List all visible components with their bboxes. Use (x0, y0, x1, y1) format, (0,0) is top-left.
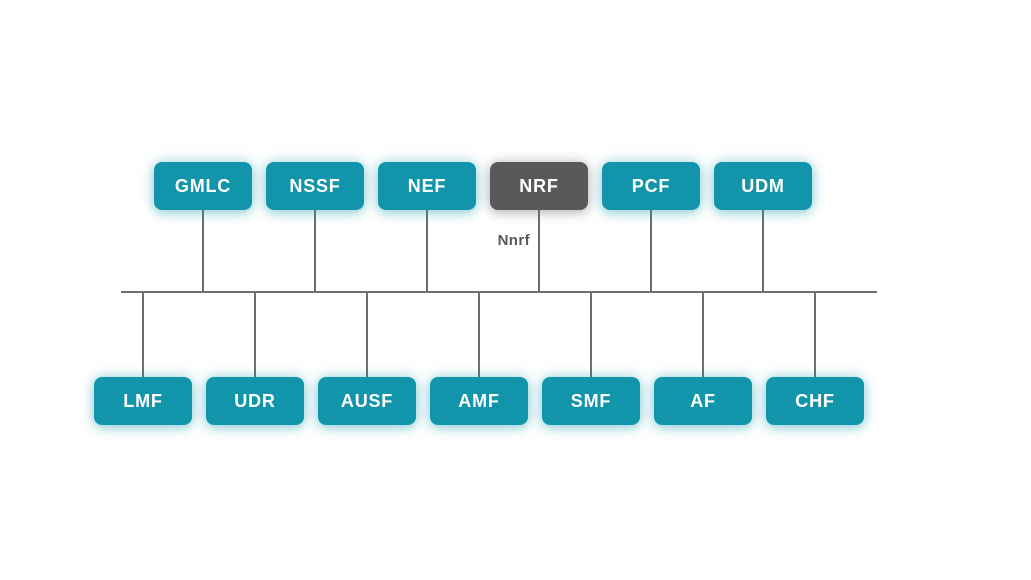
node-nssf: NSSF (266, 162, 364, 210)
node-label: NSSF (289, 175, 341, 196)
node-label: CHF (795, 390, 835, 411)
node-udm: UDM (714, 162, 812, 210)
node-label: SMF (570, 390, 612, 411)
node-label: NEF (407, 175, 447, 196)
connector-pcf (650, 210, 652, 293)
bus-line (121, 291, 877, 293)
connector-lmf (142, 291, 144, 377)
connector-udr (254, 291, 256, 377)
node-label: UDM (741, 175, 785, 196)
nrf-interface-label: Nnrf (497, 232, 530, 249)
connector-af (702, 291, 704, 377)
node-udr: UDR (206, 377, 304, 425)
connector-smf (590, 291, 592, 377)
node-lmf: LMF (94, 377, 192, 425)
node-label: LMF (123, 390, 163, 411)
connector-ausf (366, 291, 368, 377)
node-label: NRF (519, 175, 559, 196)
node-ausf: AUSF (318, 377, 416, 425)
node-pcf: PCF (602, 162, 700, 210)
connector-nef (426, 210, 428, 293)
node-label: PCF (631, 175, 671, 196)
node-amf: AMF (430, 377, 528, 425)
connector-gmlc (202, 210, 204, 293)
node-label: AMF (458, 390, 500, 411)
connector-chf (814, 291, 816, 377)
node-nef: NEF (378, 162, 476, 210)
connector-udm (762, 210, 764, 293)
node-af: AF (654, 377, 752, 425)
node-label: AF (690, 390, 716, 411)
connector-amf (478, 291, 480, 377)
node-chf: CHF (766, 377, 864, 425)
node-label: GMLC (174, 175, 232, 196)
node-label: UDR (234, 390, 276, 411)
node-nrf: NRF (490, 162, 588, 210)
node-label: AUSF (340, 390, 394, 411)
node-gmlc: GMLC (154, 162, 252, 210)
connector-nssf (314, 210, 316, 293)
connector-nrf (538, 210, 540, 293)
node-smf: SMF (542, 377, 640, 425)
